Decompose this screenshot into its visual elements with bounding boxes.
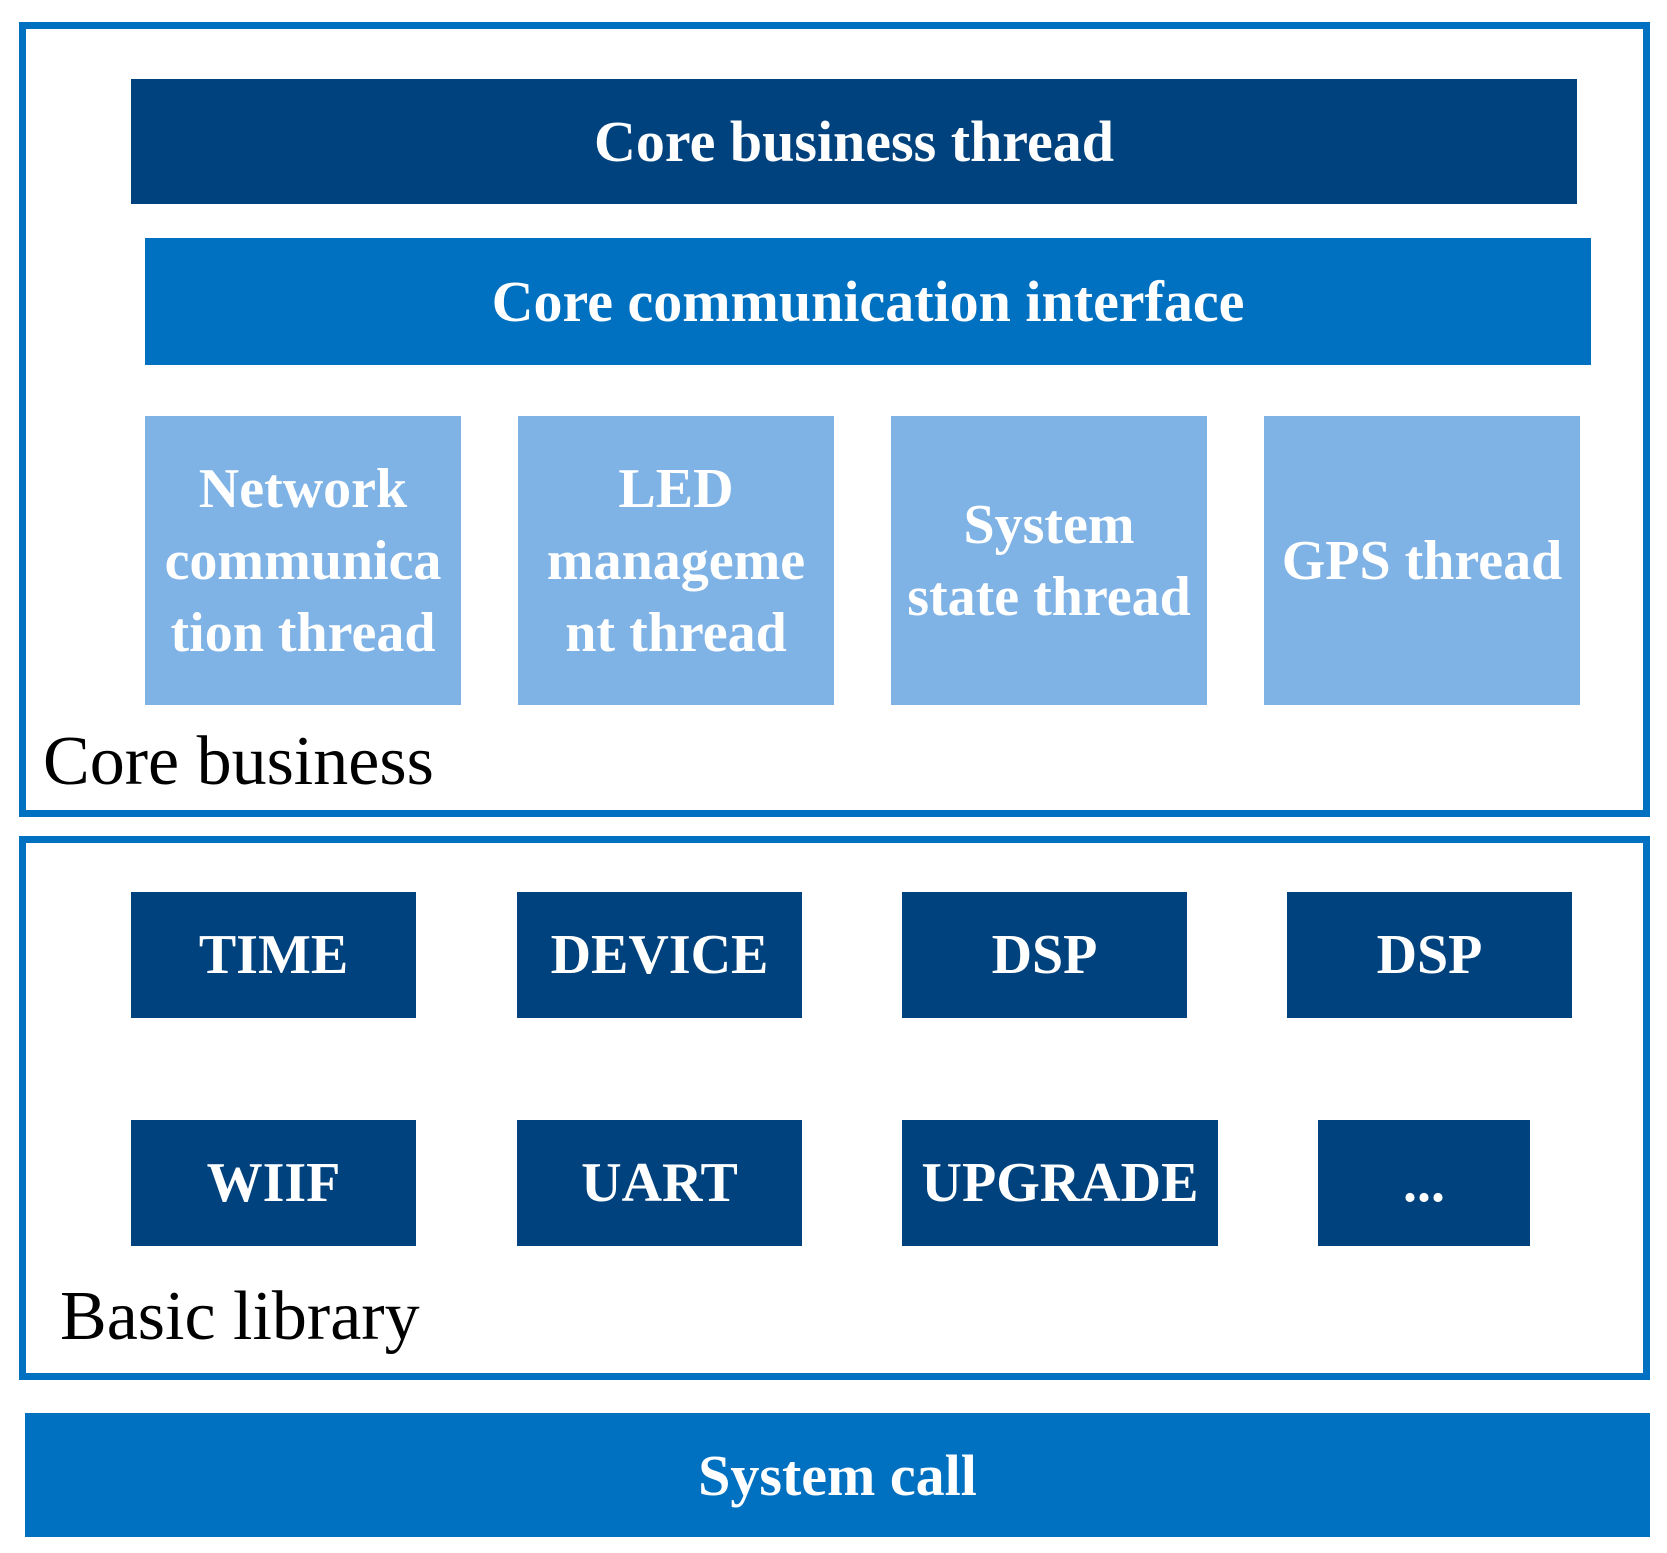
library-module-label: DSP [1376, 924, 1483, 986]
core-communication-interface-block: Core communication interface [145, 238, 1591, 365]
core-business-thread-label: Core business thread [594, 109, 1114, 174]
thread-label-line: GPS thread [1281, 529, 1563, 592]
library-module-uart: UART [517, 1120, 802, 1246]
library-module-device: DEVICE [517, 892, 802, 1018]
library-module-dsp: DSP [902, 892, 1187, 1018]
thread-label-line: Network [198, 457, 408, 520]
core-communication-interface-label: Core communication interface [491, 269, 1245, 334]
library-module-wiif: WIIF [131, 1120, 416, 1246]
library-module-label: ... [1403, 1152, 1445, 1214]
network-communication-thread-block: Network communica tion thread [145, 416, 461, 705]
library-module-label: WIIF [206, 1152, 341, 1214]
library-module-label: UART [581, 1152, 738, 1214]
library-module-label: TIME [198, 924, 349, 986]
system-call-label: System call [698, 1442, 977, 1508]
library-module-more: ... [1318, 1120, 1530, 1246]
library-module-label: UPGRADE [921, 1152, 1199, 1214]
core-business-caption: Core business [43, 723, 434, 800]
thread-label-line: nt thread [565, 601, 787, 664]
library-module-time: TIME [131, 892, 416, 1018]
thread-label-line: state thread [907, 565, 1191, 628]
thread-label-line: System [963, 493, 1135, 556]
thread-label-line: LED [618, 457, 734, 520]
gps-thread-block: GPS thread [1264, 416, 1580, 705]
library-module-dsp-2: DSP [1287, 892, 1572, 1018]
basic-library-caption: Basic library [60, 1278, 420, 1355]
library-module-label: DEVICE [550, 924, 769, 986]
system-call-block: System call [25, 1413, 1650, 1537]
thread-label-line: communica [164, 529, 442, 592]
library-module-upgrade: UPGRADE [902, 1120, 1218, 1246]
system-state-thread-block: System state thread [891, 416, 1207, 705]
led-management-thread-block: LED manageme nt thread [518, 416, 834, 705]
thread-label-line: tion thread [170, 601, 436, 664]
core-business-thread-block: Core business thread [131, 79, 1577, 204]
thread-label-line: manageme [546, 529, 806, 592]
library-module-label: DSP [991, 924, 1098, 986]
